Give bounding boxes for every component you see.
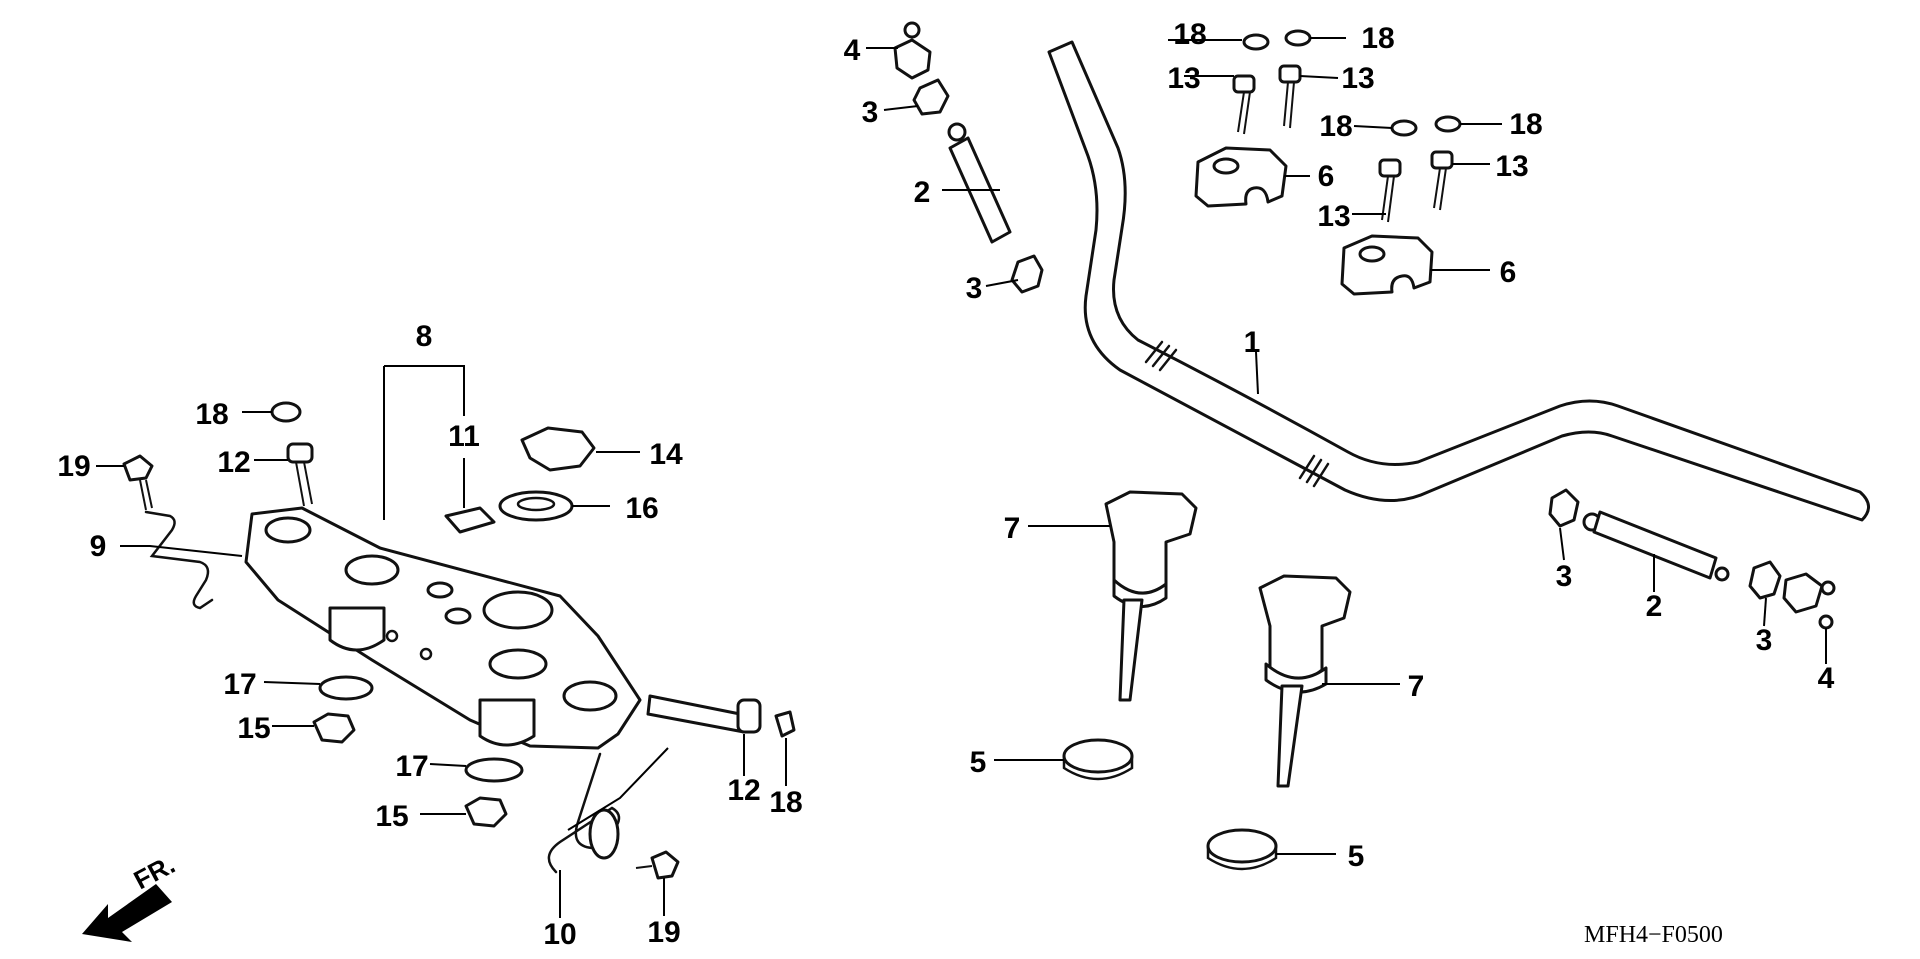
callout-5: 5 — [970, 746, 987, 779]
holder-lower-1 — [1104, 490, 1198, 702]
callout-3: 3 — [1756, 624, 1773, 657]
bar-end-upper-assembly — [893, 21, 1044, 294]
callout-15: 15 — [237, 712, 270, 745]
callout-13: 13 — [1495, 150, 1528, 183]
callout-14: 14 — [649, 438, 683, 471]
callout-12: 12 — [727, 774, 760, 807]
leader-lines — [96, 37, 1827, 918]
callout-18: 18 — [1361, 22, 1394, 55]
holder-lower-2 — [1258, 574, 1352, 788]
callout-2: 2 — [1646, 590, 1663, 623]
callout-11: 11 — [448, 420, 480, 453]
callout-18: 18 — [195, 398, 228, 431]
callout-18: 18 — [1509, 108, 1542, 141]
top-bridge — [244, 506, 642, 750]
caps-18-upper — [1242, 29, 1462, 137]
callout-3: 3 — [862, 96, 879, 129]
callout-19: 19 — [647, 916, 680, 949]
callout-9: 9 — [90, 530, 107, 563]
callout-18: 18 — [1173, 18, 1206, 51]
drawing-code: MFH4−F0500 — [1584, 922, 1723, 948]
front-marker-label: FR. — [129, 849, 180, 895]
callout-17: 17 — [223, 668, 256, 701]
rubber-5 — [1062, 738, 1278, 871]
handlebar — [1047, 40, 1870, 522]
callout-4: 4 — [1818, 662, 1835, 695]
callout-19: 19 — [57, 450, 90, 483]
callout-3: 3 — [1556, 560, 1573, 593]
callout-6: 6 — [1500, 256, 1517, 289]
callout-7: 7 — [1004, 512, 1021, 545]
callout-3: 3 — [966, 272, 983, 305]
holder-upper-1 — [1194, 146, 1288, 208]
callout-5: 5 — [1348, 840, 1365, 873]
callout-7: 7 — [1408, 670, 1425, 703]
callout-13: 13 — [1317, 200, 1350, 233]
callout-13: 13 — [1167, 62, 1200, 95]
callout-4: 4 — [844, 34, 861, 67]
callout-18: 18 — [769, 786, 802, 819]
callout-2: 2 — [914, 176, 931, 209]
callout-8: 8 — [416, 320, 433, 353]
callout-12: 12 — [217, 446, 250, 479]
callout-labels: 1 2 2 3 3 3 3 4 4 5 5 6 6 7 7 8 9 10 11 … — [57, 18, 1834, 951]
callout-15: 15 — [375, 800, 408, 833]
front-direction-arrow: FR. — [82, 849, 180, 942]
callout-10: 10 — [543, 918, 576, 951]
callout-16: 16 — [625, 492, 658, 525]
bar-end-right-assembly — [1548, 488, 1836, 630]
callout-17: 17 — [395, 750, 428, 783]
holder-upper-2 — [1340, 234, 1434, 296]
holder-bolts — [1232, 64, 1454, 223]
callout-13: 13 — [1341, 62, 1374, 95]
callout-6: 6 — [1318, 160, 1335, 193]
small-hardware — [122, 401, 796, 880]
callout-18: 18 — [1319, 110, 1352, 143]
callout-1: 1 — [1244, 326, 1261, 359]
